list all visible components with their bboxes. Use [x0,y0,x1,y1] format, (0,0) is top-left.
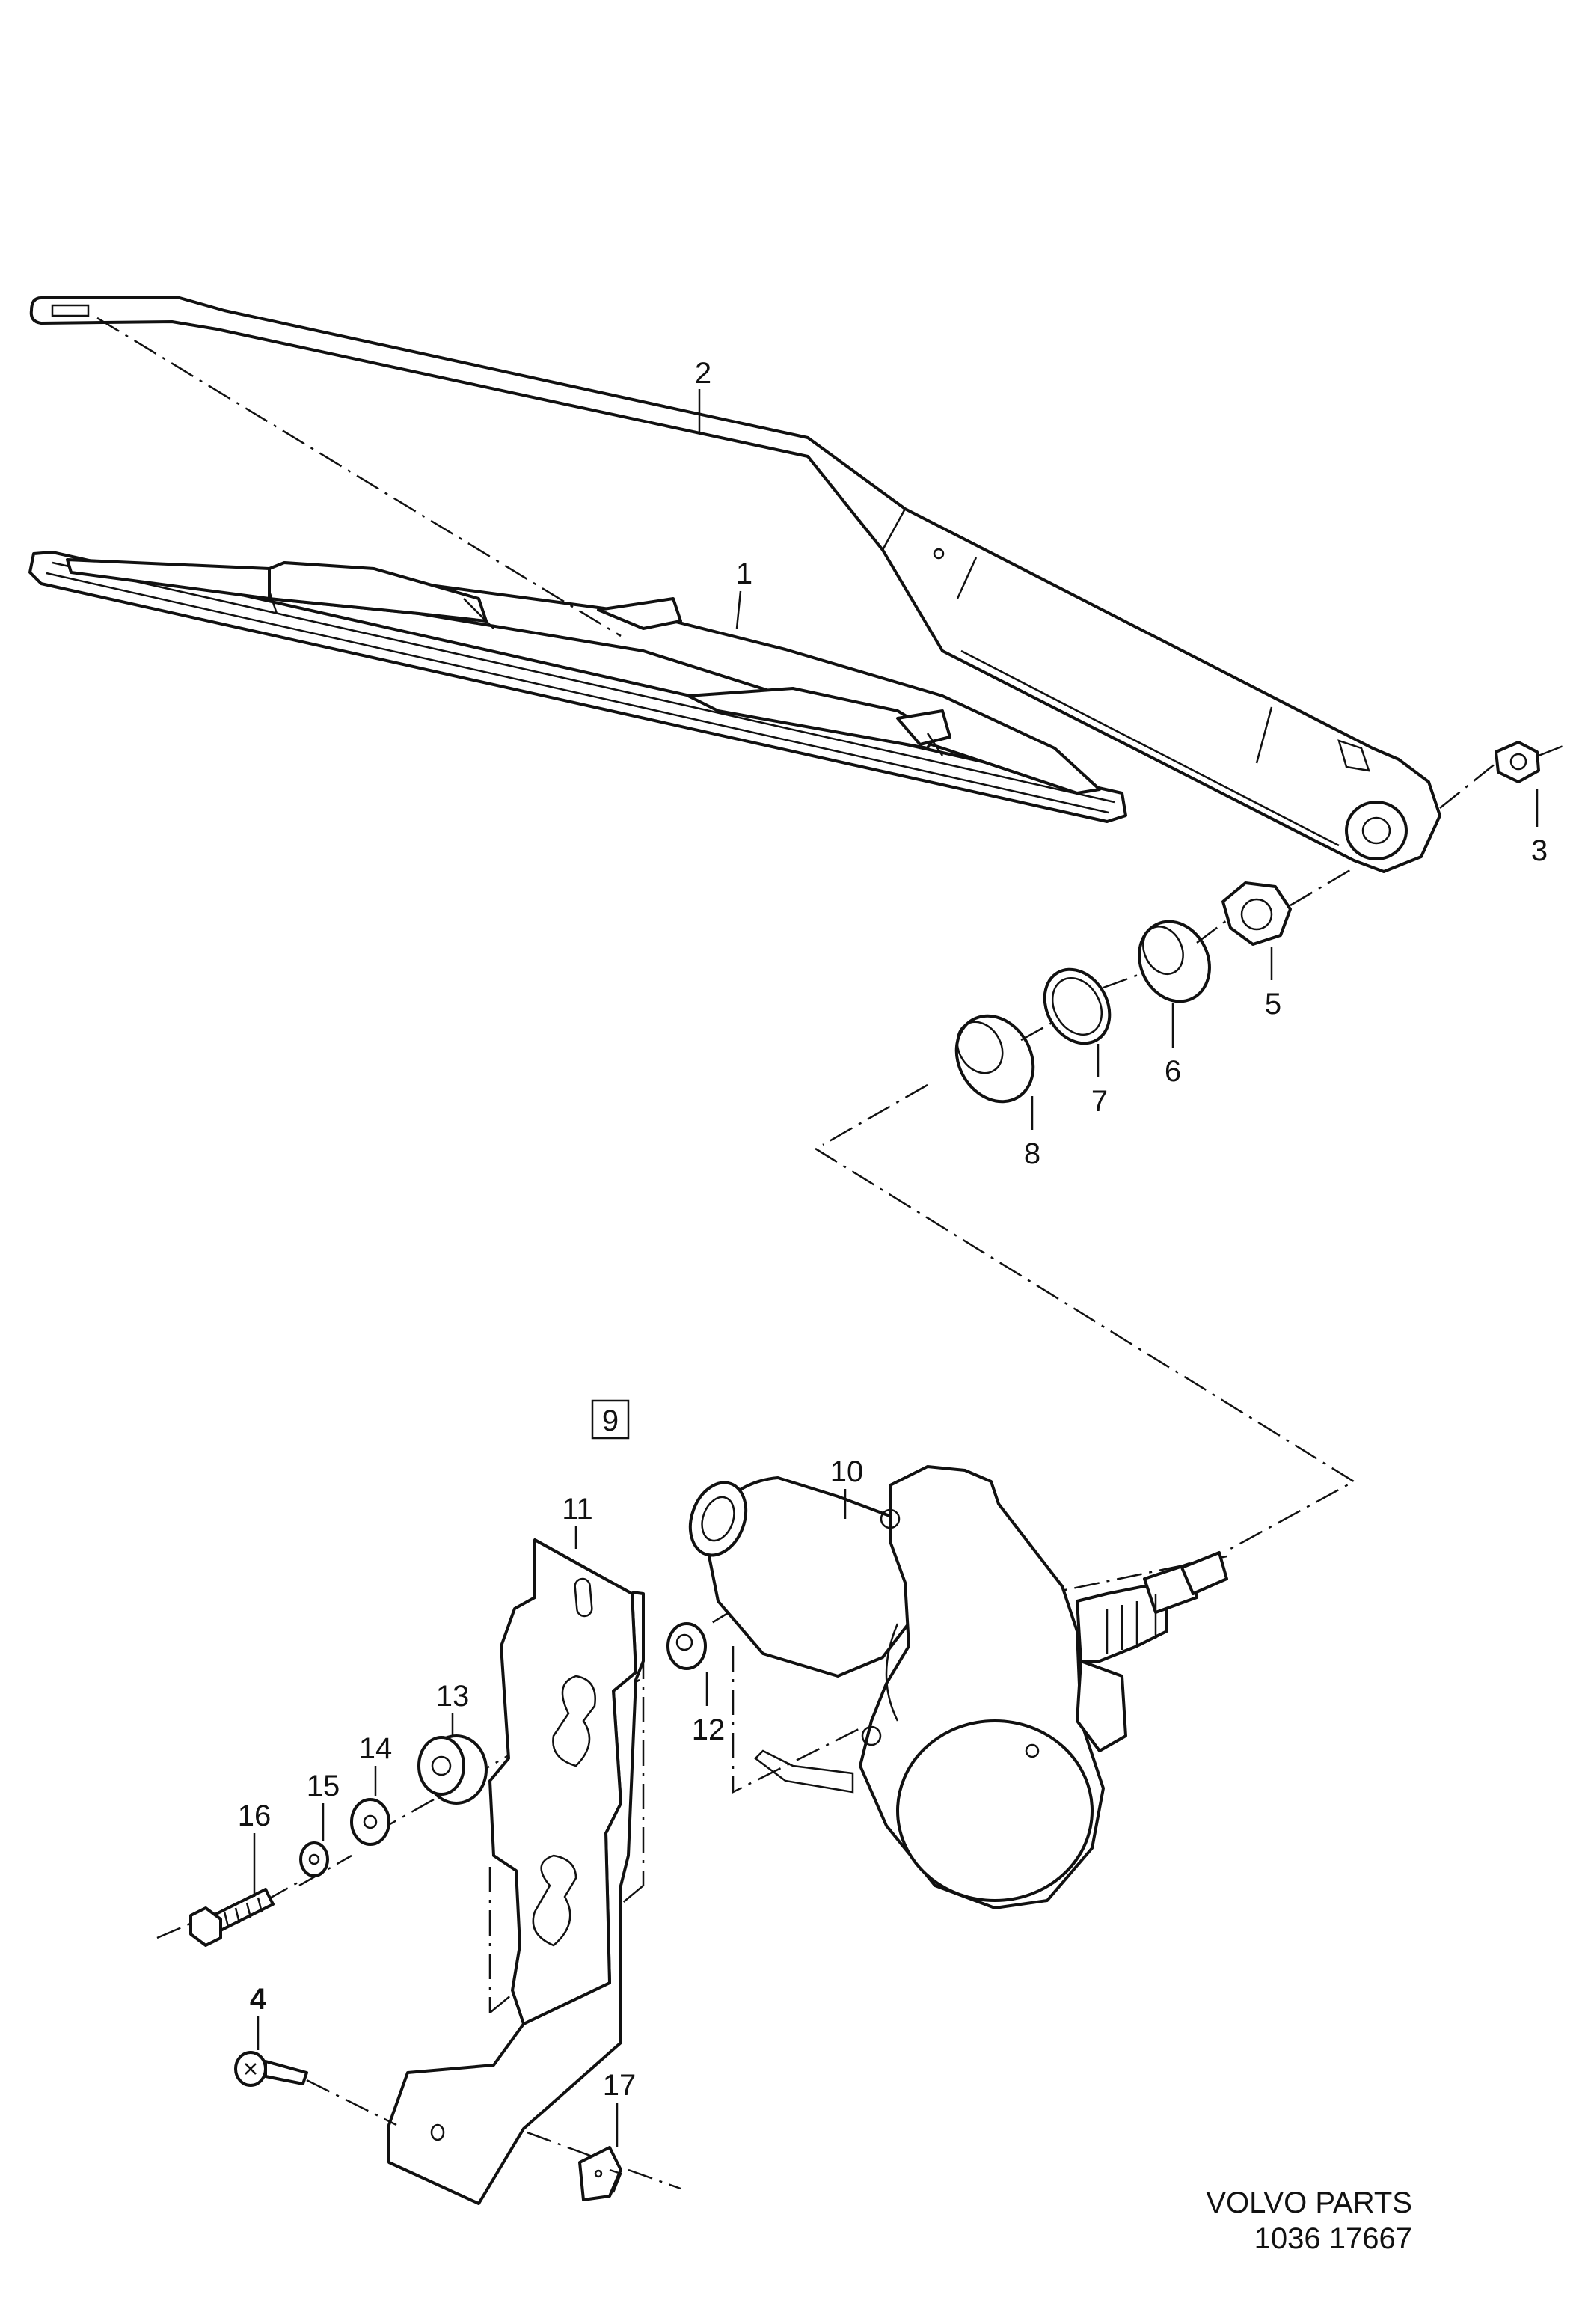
nut-5 [1221,866,1355,946]
footer-brand: VOLVO PARTS [1206,2186,1412,2219]
wiper-arm [29,296,1441,873]
callout-9: 9 [602,1404,619,1437]
bushing-6 [1138,920,1227,1003]
bracket-11 [387,1538,645,2205]
callout-6: 6 [1165,1055,1181,1088]
clip-17 [578,2146,622,2201]
callout-16: 16 [238,1799,272,1832]
washer-15 [299,1841,329,1877]
spacer-8 [822,1014,1055,1146]
callout-9-box: 9 [591,1399,630,1440]
ring-7 [1043,967,1145,1045]
callout-5: 5 [1265,988,1281,1021]
wiper-motor [688,1465,1228,1909]
callout-12: 12 [692,1713,726,1746]
callout-15: 15 [307,1770,340,1802]
washer-14 [350,1798,390,1846]
callout-4: 4 [250,1983,267,2016]
callout-14: 14 [359,1732,393,1765]
footer-code: 1036 17667 [1254,2222,1412,2255]
callout-17: 17 [603,2069,637,2102]
footer: VOLVO PARTS 1036 17667 [1206,2185,1412,2257]
leader-lines [253,389,1539,2147]
callout-3: 3 [1531,834,1548,867]
screw-4 [234,2051,397,2126]
callout-13: 13 [436,1680,470,1713]
wiper-blade [28,551,1127,823]
callout-labels: 1 2 3 4 5 6 7 8 9 10 11 12 13 14 15 16 1… [238,357,1548,2102]
bolt-16 [189,1888,275,1947]
callout-1: 1 [736,557,752,590]
callout-8: 8 [1024,1137,1040,1170]
grommet-13 [417,1734,488,1805]
nut-3 [1439,741,1568,809]
callout-11: 11 [562,1493,593,1526]
grommet-12 [666,1622,707,1670]
callout-7: 7 [1091,1085,1108,1118]
callout-2: 2 [695,357,711,390]
callout-10: 10 [830,1455,864,1488]
